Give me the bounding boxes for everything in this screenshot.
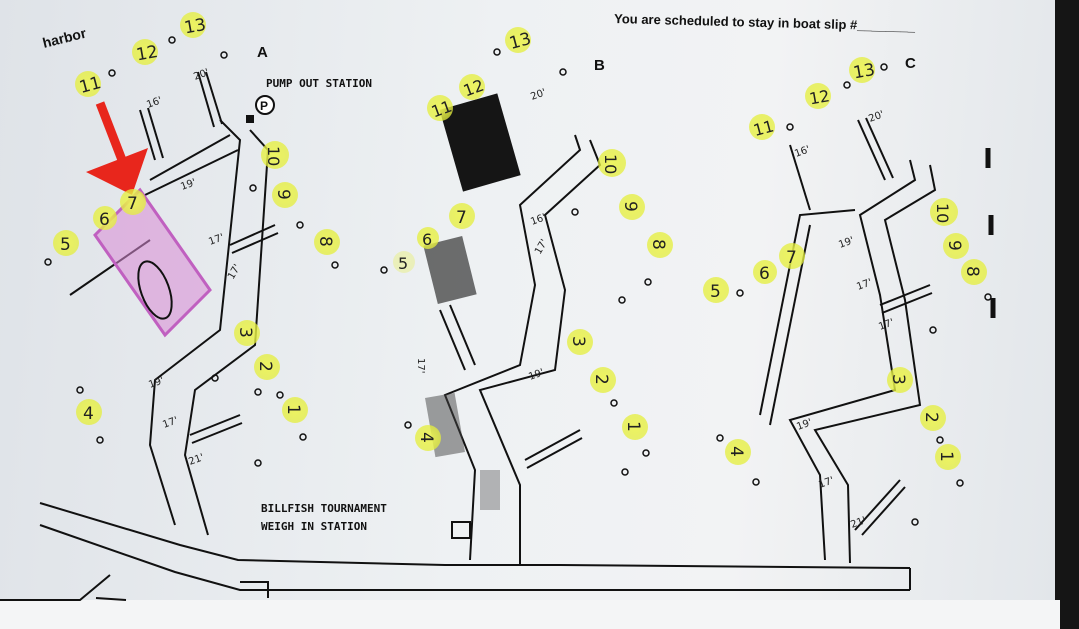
slip-c-13: 13 — [852, 60, 877, 83]
slip-a-1: 1 — [283, 404, 303, 415]
slip-b-8: 8 — [648, 239, 668, 250]
slip-a-10: 10 — [264, 146, 283, 166]
slip-c-2: 2 — [921, 412, 941, 423]
length-label: 19' — [795, 417, 813, 433]
slip-c-10: 10 — [933, 203, 952, 223]
slip-c-3: 3 — [888, 374, 908, 385]
red-arrow-icon — [86, 101, 148, 195]
pump-out-symbol: P — [260, 99, 268, 113]
slip-b-4: 4 — [416, 432, 436, 443]
dock-b-slip-numbers: 11 12 13 5 6 7 4 10 9 8 3 2 1 — [393, 27, 673, 451]
weigh-station-box — [451, 521, 471, 539]
pump-out-marker — [255, 95, 275, 115]
length-label: 20' — [529, 87, 547, 103]
slip-a-2: 2 — [255, 361, 275, 372]
harbor-label: harbor — [41, 25, 88, 51]
dock-b-ink-marks — [423, 93, 521, 510]
slip-c-11: 11 — [751, 116, 776, 140]
length-label: 20' — [867, 109, 885, 125]
slip-a-6: 6 — [99, 210, 110, 230]
slip-c-12: 12 — [808, 86, 831, 108]
pump-out-label: PUMP OUT STATION — [266, 77, 372, 90]
shoreline-walkway — [0, 502, 911, 601]
length-label: 20' — [192, 67, 210, 83]
slip-b-2: 2 — [591, 374, 611, 385]
header-note: You are scheduled to stay in boat slip #… — [614, 11, 916, 34]
slip-c-9: 9 — [944, 240, 964, 251]
slip-b-10: 10 — [601, 154, 620, 174]
length-label: 16' — [793, 144, 811, 160]
slip-a-8: 8 — [315, 236, 335, 247]
slip-a-12: 12 — [135, 42, 160, 65]
slip-b-3: 3 — [568, 336, 588, 347]
slip-a-9: 9 — [273, 189, 293, 200]
weigh-station-line-1: BILLFISH TOURNAMENT — [261, 502, 387, 515]
slip-length-labels: 20' 16' 19' 17' 17' 19' 17' 21' 20' 16' … — [145, 67, 895, 531]
photo-bottom-margin — [0, 600, 1060, 629]
slip-a-4: 4 — [83, 404, 94, 424]
slip-b-1: 1 — [623, 421, 643, 432]
dock-c-slip-numbers: 11 12 13 5 6 7 4 10 9 8 3 2 1 — [703, 57, 987, 470]
piling-markers — [44, 36, 992, 526]
slip-b-7: 7 — [456, 208, 467, 228]
length-label: 17' — [415, 358, 426, 373]
slip-c-7: 7 — [786, 248, 797, 268]
slip-a-3: 3 — [235, 327, 255, 338]
assigned-slip-oval — [137, 260, 173, 320]
length-label: 21' — [849, 515, 867, 531]
slip-c-5: 5 — [710, 282, 721, 302]
length-label: 17' — [207, 232, 225, 248]
dock-a-slip-numbers: 11 12 13 5 6 7 4 10 9 8 3 2 1 — [53, 12, 340, 425]
slip-a-11: 11 — [77, 73, 103, 98]
length-label: 17' — [877, 317, 895, 333]
photo-edge — [1055, 0, 1079, 629]
length-label: 19' — [179, 177, 197, 193]
slip-a-13: 13 — [183, 15, 208, 38]
length-label: 17' — [226, 263, 243, 282]
pump-out-box — [246, 115, 254, 123]
edge-marks — [985, 148, 996, 318]
length-label: 16' — [529, 212, 547, 228]
length-label: 19' — [837, 235, 855, 251]
slip-c-8: 8 — [962, 266, 982, 277]
dock-c-letter: C — [905, 55, 916, 72]
length-label: 17' — [855, 277, 873, 293]
length-label: 19' — [147, 375, 165, 391]
slip-a-7: 7 — [127, 194, 138, 214]
dock-b-walkway — [439, 134, 602, 565]
dock-b-letter: B — [594, 57, 605, 74]
slip-c-6: 6 — [759, 264, 770, 284]
length-label: 17' — [161, 415, 179, 431]
slip-b-13: 13 — [507, 29, 533, 54]
weigh-station-line-2: WEIGH IN STATION — [261, 520, 367, 533]
length-label: 17' — [817, 475, 835, 491]
length-label: 17' — [533, 238, 550, 257]
slip-c-1: 1 — [936, 451, 956, 462]
dock-a-letter: A — [257, 44, 268, 61]
slip-a-5: 5 — [60, 235, 71, 255]
length-label: 19' — [527, 367, 545, 383]
slip-b-5: 5 — [398, 254, 408, 273]
dock-c-walkway — [759, 117, 937, 564]
length-label: 16' — [145, 95, 163, 111]
length-label: 21' — [187, 452, 205, 468]
slip-b-6: 6 — [422, 230, 432, 249]
slip-b-9: 9 — [620, 201, 640, 212]
slip-c-4: 4 — [726, 446, 746, 457]
